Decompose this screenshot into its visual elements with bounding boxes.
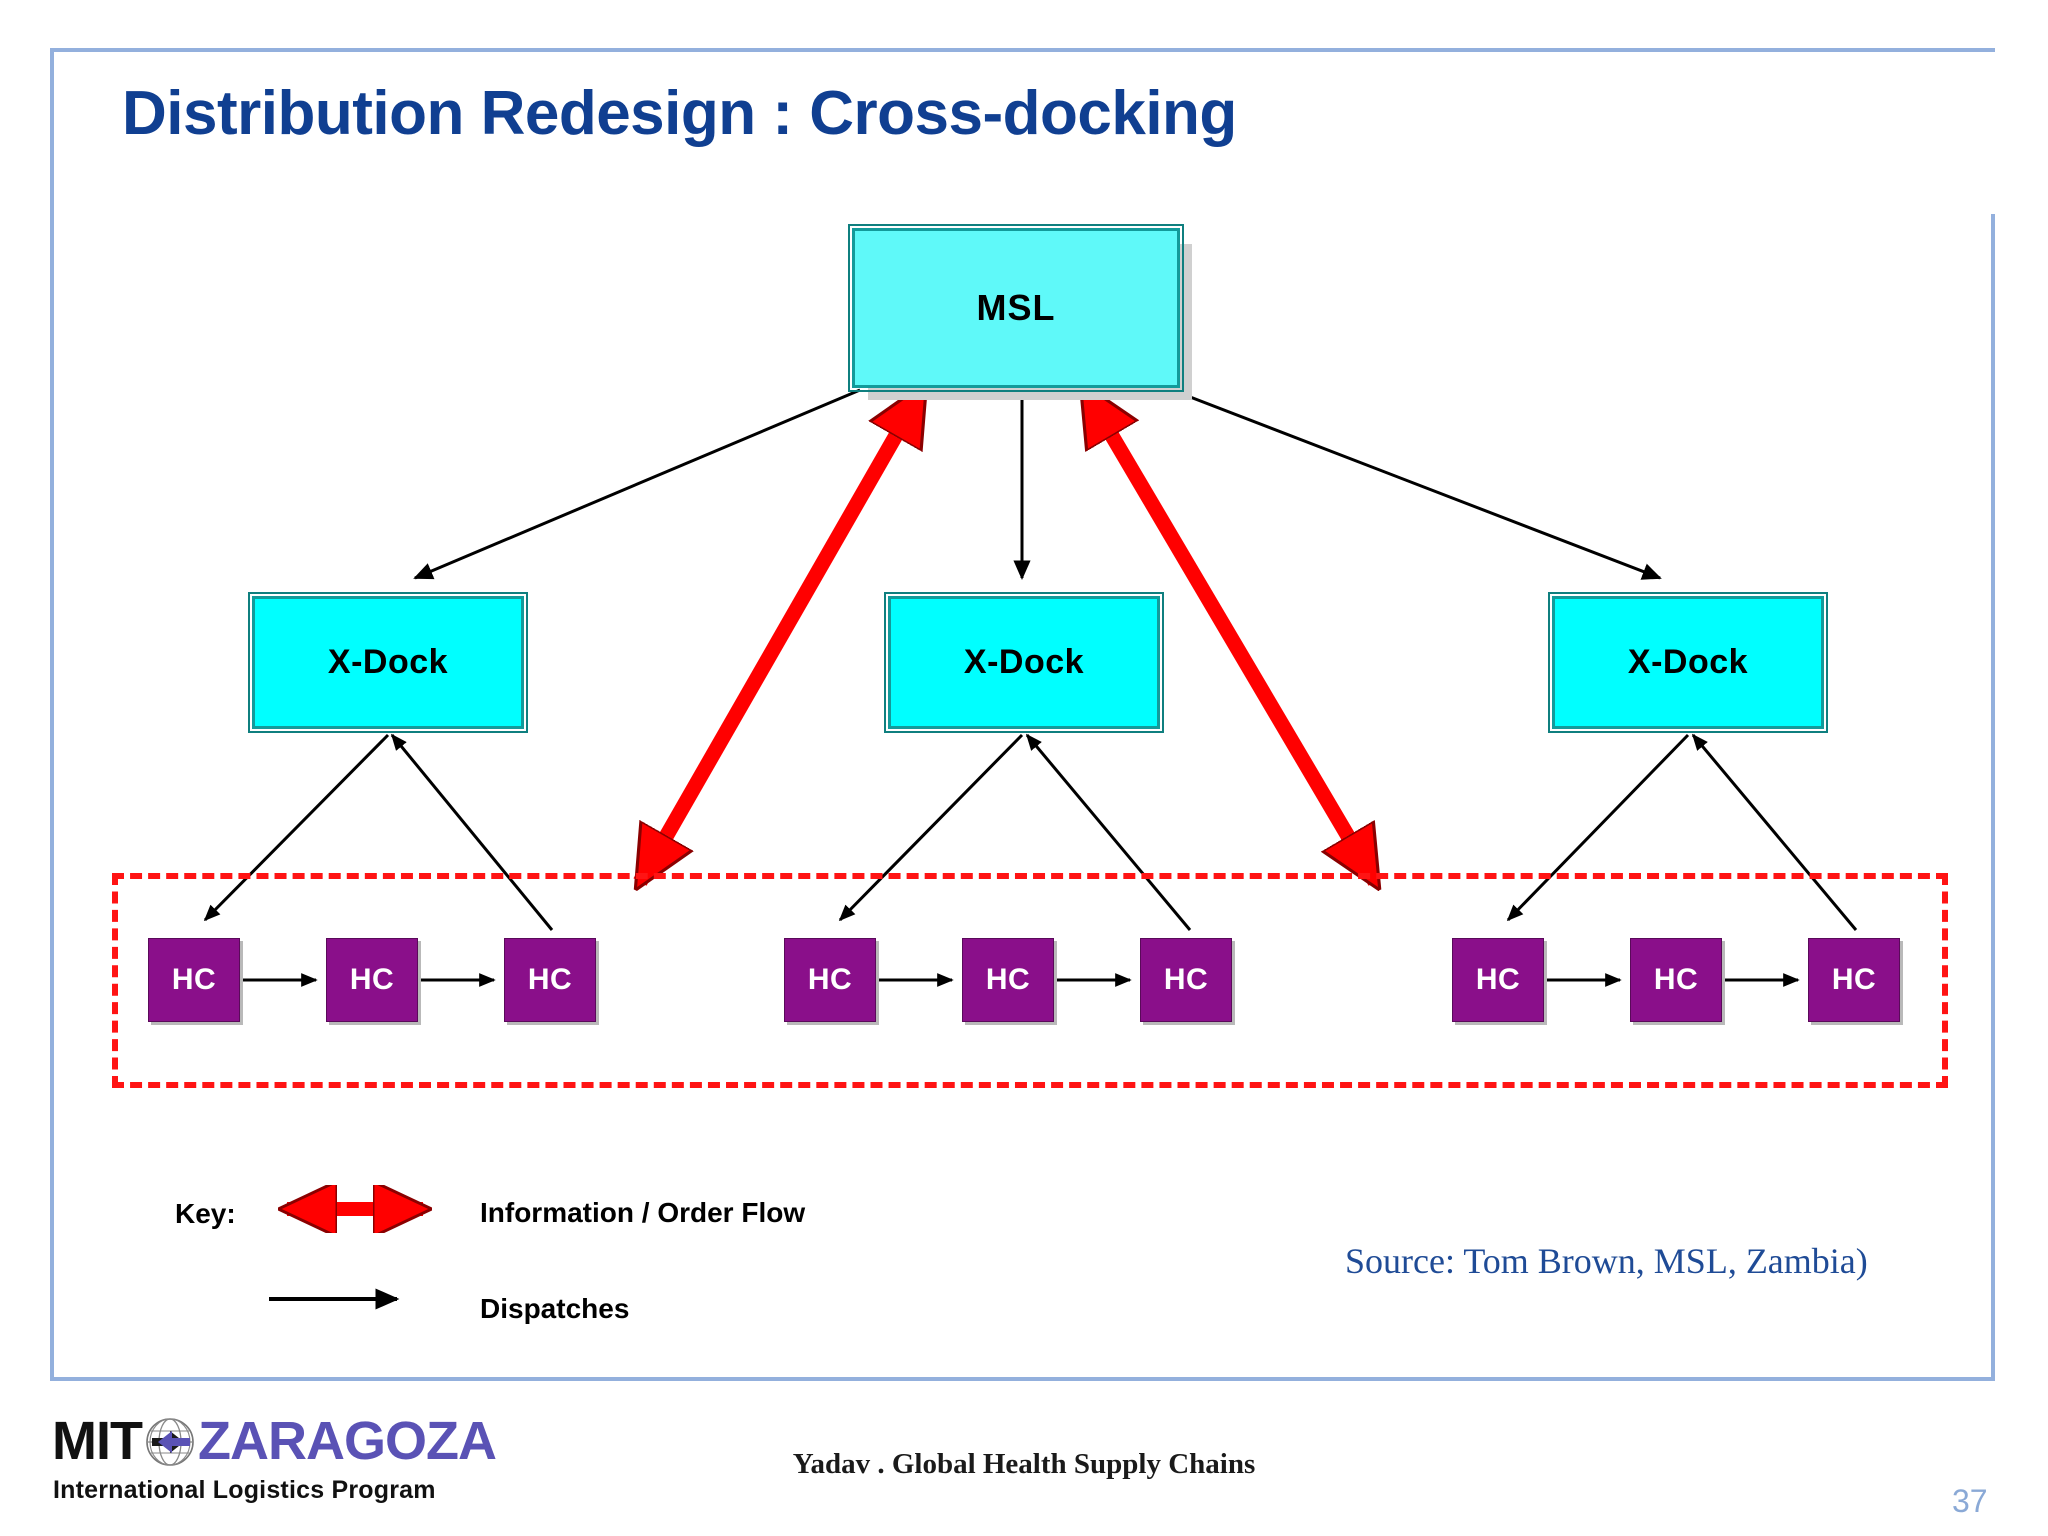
node-hc-1-label: HC [171, 963, 217, 996]
arrow-information-flow-left [640, 390, 922, 882]
node-xdock-3[interactable]: X-Dock [1548, 592, 1828, 733]
node-hc-8-label: HC [1653, 963, 1699, 996]
node-hc-5-label: HC [985, 963, 1031, 996]
node-hc-7-label: HC [1475, 963, 1521, 996]
node-xdock-2[interactable]: X-Dock [884, 592, 1164, 733]
slide-frame-notch [1950, 52, 2000, 214]
arrow-xdock1-to-hc1 [203, 733, 390, 922]
node-msl-label: MSL [976, 287, 1056, 328]
page-title: Distribution Redesign : Cross-docking [122, 79, 1237, 148]
node-hc-8[interactable]: HC [1630, 938, 1722, 1022]
node-xdock-1[interactable]: X-Dock [248, 592, 528, 733]
node-xdock-1-label: X-Dock [327, 643, 449, 681]
legend-key-label: Key: [175, 1198, 236, 1229]
arrow-msl-to-xdock-right [1171, 388, 1662, 580]
legend-information-flow-label: Information / Order Flow [480, 1197, 806, 1228]
footer-attribution: Yadav . Global Health Supply Chains [792, 1448, 1256, 1480]
arrow-xdock3-to-hc7 [1506, 733, 1690, 922]
node-hc-7[interactable]: HC [1452, 938, 1544, 1022]
node-hc-1[interactable]: HC [148, 938, 240, 1022]
node-msl[interactable]: MSL [848, 224, 1184, 392]
arrow-hc3-to-xdock1 [390, 733, 554, 931]
logo-zaragoza-text: ZARAGOZA [197, 1411, 497, 1471]
logo-tagline: International Logistics Program [53, 1476, 436, 1504]
node-hc-4[interactable]: HC [784, 938, 876, 1022]
node-hc-3[interactable]: HC [504, 938, 596, 1022]
health-center-region-outline [112, 873, 1948, 1088]
dispatch-arrow-icon [269, 1288, 400, 1310]
node-hc-4-label: HC [807, 963, 853, 996]
node-hc-2[interactable]: HC [326, 938, 418, 1022]
arrow-hc9-to-xdock3 [1691, 733, 1858, 931]
node-hc-3-label: HC [527, 963, 573, 996]
node-xdock-2-label: X-Dock [963, 643, 1085, 681]
node-hc-5[interactable]: HC [962, 938, 1054, 1022]
logo-wordmark-row: MIT ZARAGOZA [52, 1411, 497, 1471]
node-hc-9[interactable]: HC [1808, 938, 1900, 1022]
globe-icon [146, 1418, 194, 1466]
legend: Key: Information / Order Flow Dispatches [175, 1185, 1075, 1345]
arrow-information-flow-right [1085, 390, 1375, 882]
page-number: 37 [1952, 1483, 1988, 1519]
node-hc-9-label: HC [1831, 963, 1877, 996]
arrow-msl-to-xdock-left [413, 388, 861, 580]
information-flow-arrow-icon [265, 1185, 445, 1233]
mit-zaragoza-logo: MIT ZARAGOZA International Logistics Pro… [52, 1412, 497, 1517]
legend-dispatches-label: Dispatches [480, 1293, 630, 1324]
node-hc-6[interactable]: HC [1140, 938, 1232, 1022]
node-xdock-3-label: X-Dock [1627, 643, 1749, 681]
node-hc-2-label: HC [349, 963, 395, 996]
node-hc-6-label: HC [1163, 963, 1209, 996]
source-note: Source: Tom Brown, MSL, Zambia) [1345, 1241, 1868, 1281]
logo-mit-text: MIT [52, 1411, 143, 1471]
